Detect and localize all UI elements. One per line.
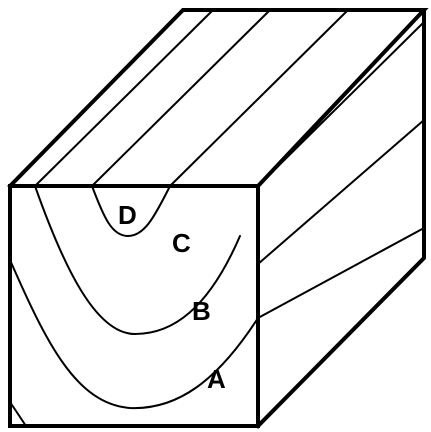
top-face-strike-lines bbox=[34, 9, 349, 187]
layer-label-b: B bbox=[192, 296, 211, 326]
layer-line-b-base bbox=[9, 259, 259, 410]
side-layer-line bbox=[257, 119, 425, 265]
layer-label-a: A bbox=[207, 364, 226, 394]
top-strike-line bbox=[91, 9, 271, 187]
layer-label-c: C bbox=[172, 228, 191, 258]
front-face-layer-lines bbox=[9, 185, 259, 427]
right-face-layer-lines bbox=[257, 21, 425, 319]
top-face-outline bbox=[7, 8, 429, 189]
top-strike-line bbox=[34, 9, 214, 187]
side-layer-line bbox=[257, 227, 425, 319]
layer-label-d: D bbox=[118, 200, 137, 230]
top-strike-line bbox=[169, 9, 349, 187]
right-face-outline bbox=[255, 8, 426, 429]
layer-line-c-base bbox=[34, 185, 241, 335]
block-outline bbox=[7, 8, 429, 429]
layer-line-a-corner bbox=[9, 401, 27, 427]
layer-line-d-base bbox=[91, 185, 171, 237]
layer-labels: D C B A bbox=[118, 200, 226, 394]
